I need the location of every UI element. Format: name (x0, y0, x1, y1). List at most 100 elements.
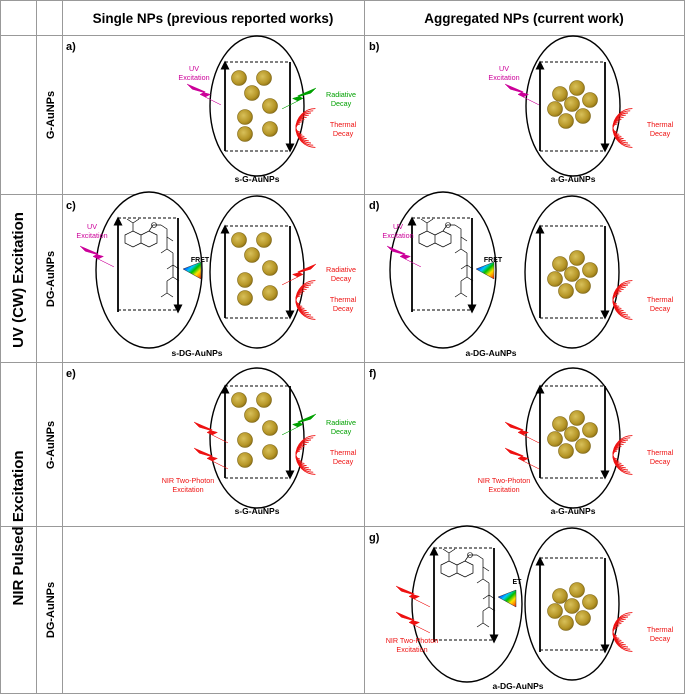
particle-ellipse (209, 35, 305, 177)
side-label-uv: UV (CW) Excitation (10, 212, 27, 348)
bond-line (454, 281, 468, 298)
bond-line (476, 567, 490, 584)
gold-nanoparticle (582, 92, 598, 108)
thermal-decay-label: Decay (333, 457, 354, 466)
gold-nanoparticle (231, 392, 247, 408)
gold-nanoparticle (547, 271, 563, 287)
gold-nanoparticle (262, 121, 278, 137)
gold-nanoparticle (575, 610, 591, 626)
gold-nanoparticle (552, 256, 568, 272)
gold-nanoparticle (564, 598, 580, 614)
row-label-dg-aunps-1: DG-AuNPs (45, 251, 57, 307)
thermal-decay-label: Thermal (330, 120, 357, 129)
lightning-bolt-icon (282, 413, 317, 436)
caption-d: a-DG-AuNPs (465, 348, 516, 358)
caption-f: a-G-AuNPs (551, 506, 596, 516)
gold-nanoparticle (558, 443, 574, 459)
uv-excitation-label: UV (189, 64, 199, 73)
radiative-decay-label: Radiative (326, 90, 356, 99)
uv-excitation-label: Excitation (382, 231, 413, 240)
lightning-bolt-icon (395, 585, 430, 608)
gold-nanoparticle (558, 113, 574, 129)
radiative-decay-label: Decay (331, 99, 352, 108)
gold-nanoparticle (262, 420, 278, 436)
thermal-decay-label: Decay (650, 634, 671, 643)
bond-line (454, 224, 468, 242)
gold-nanoparticle (262, 98, 278, 114)
sulfonyl-group (445, 222, 451, 228)
panel-label-g: g) (369, 532, 380, 544)
dansyl-glutathione-structure (124, 218, 180, 298)
lightning-bolt-icon (282, 87, 317, 110)
nir-excitation-label: NIR Two-Photon (386, 636, 439, 645)
gold-nanoparticle (582, 422, 598, 438)
gold-nanoparticle (569, 250, 585, 266)
lightning-bolt-icon (282, 263, 317, 286)
bond-line (456, 560, 474, 578)
gold-nanoparticle (231, 232, 247, 248)
gold-nanoparticle (552, 86, 568, 102)
uv-excitation-label: UV (87, 222, 97, 231)
heat-wave-icon (612, 612, 633, 652)
panel-label-c: c) (66, 200, 76, 212)
uv-excitation-label: UV (393, 222, 403, 231)
gold-nanoparticle (564, 96, 580, 112)
nir-excitation-label: NIR Two-Photon (162, 476, 215, 485)
gold-nanoparticle (256, 70, 272, 86)
bond-line (454, 237, 468, 254)
nir-excitation-label: Excitation (488, 485, 519, 494)
bond-line (160, 281, 174, 298)
heat-wave-icon (295, 435, 316, 475)
gold-nanoparticle (237, 432, 253, 448)
lightning-bolt-icon (395, 611, 430, 634)
dansyl-glutathione-structure (418, 218, 474, 298)
lightning-bolt-icon (504, 421, 539, 444)
gold-nanoparticle (569, 582, 585, 598)
thermal-decay-label: Thermal (330, 295, 357, 304)
row-label-g-aunps-2: G-AuNPs (45, 421, 57, 469)
gold-nanoparticle (262, 285, 278, 301)
row-label-dg-aunps-2: DG-AuNPs (45, 582, 57, 638)
nir-excitation-label: Excitation (172, 485, 203, 494)
gold-nanoparticle (552, 588, 568, 604)
gold-nanoparticle (547, 603, 563, 619)
bond-line (420, 218, 434, 231)
lightning-bolt-icon (504, 83, 539, 106)
gold-nanoparticle (582, 594, 598, 610)
bond-line (166, 265, 180, 282)
panel-label-e: e) (66, 368, 76, 380)
row-label-g-aunps-1: G-AuNPs (45, 91, 57, 139)
uv-excitation-label: UV (499, 64, 509, 73)
caption-g: a-DG-AuNPs (492, 681, 543, 691)
nir-excitation-label: NIR Two-Photon (478, 476, 531, 485)
gold-nanoparticle (237, 109, 253, 125)
gold-nanoparticle (552, 416, 568, 432)
gold-nanoparticle (582, 262, 598, 278)
bond-line (160, 237, 174, 254)
lightning-bolt-icon (186, 83, 221, 106)
rainbow-transfer-icon (182, 261, 202, 280)
uv-excitation-label: Excitation (488, 73, 519, 82)
gold-nanoparticle (558, 615, 574, 631)
lightning-bolt-icon (193, 421, 228, 444)
bond-line (476, 554, 490, 572)
particle-ellipse (411, 525, 523, 683)
thermal-decay-label: Thermal (647, 448, 674, 457)
panel-label-f: f) (369, 368, 377, 380)
thermal-decay-label: Thermal (647, 295, 674, 304)
bond-line (476, 611, 490, 628)
header-aggregated-nps: Aggregated NPs (current work) (424, 11, 624, 26)
panel-label-d: d) (369, 200, 380, 212)
gold-nanoparticle (237, 290, 253, 306)
nir-excitation-label: Excitation (396, 645, 427, 654)
gold-nanoparticle (237, 452, 253, 468)
et-label: ET (513, 579, 523, 586)
bond-line (464, 554, 477, 562)
lightning-bolt-icon (386, 245, 421, 268)
bond-line (160, 224, 174, 242)
bond-line (460, 265, 474, 282)
dansyl-glutathione-structure (440, 548, 496, 628)
lightning-bolt-icon (504, 447, 539, 470)
gold-nanoparticle (231, 70, 247, 86)
